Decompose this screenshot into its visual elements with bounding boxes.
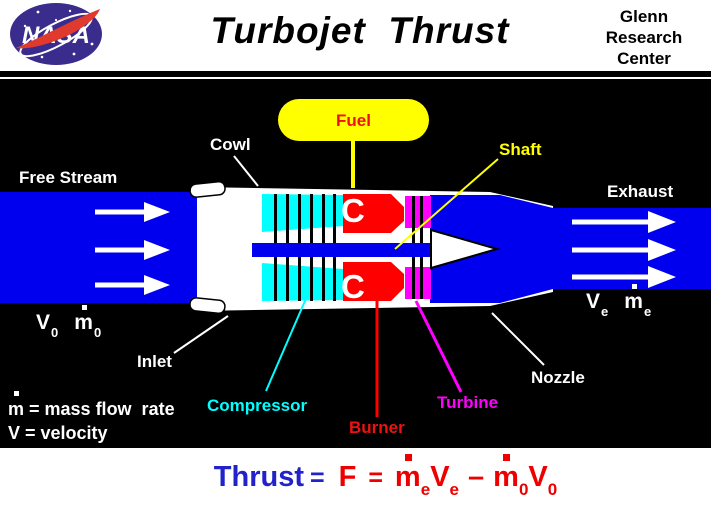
org-line-3: Center (617, 49, 671, 68)
nozzle-label: Nozzle (531, 368, 585, 387)
flame-holder-bottom: C (341, 268, 365, 305)
header: NASA Turbojet Thrust Glenn Research Cent… (0, 0, 711, 71)
eq-equals-2: = (368, 464, 383, 492)
eq-thrust: Thrust (213, 461, 304, 493)
eq-equals-1: = (309, 464, 325, 492)
shaft-pointer (394, 158, 499, 250)
me-subscript: e (643, 304, 652, 319)
footer: Thrust = F = meVe – m0V0 (0, 448, 711, 532)
nasa-swoosh (16, 9, 100, 49)
org-line-2: Research (605, 28, 683, 47)
v0-symbol: V (36, 311, 51, 334)
free-stream-label: Free Stream (19, 168, 118, 187)
free-stream-arrows (95, 202, 170, 295)
turbine-top (405, 196, 431, 228)
turbojet-diagram: C C Fuel Cowl Shaft Fr (0, 79, 711, 448)
burner-bottom (343, 262, 404, 301)
legend: m = mass flow rate V = velocity (8, 391, 175, 445)
legend-velocity-line: V = velocity (8, 423, 108, 443)
burner-top (343, 194, 404, 233)
turbine-pointer (414, 300, 463, 393)
turbine-bottom (405, 267, 431, 299)
fuel-label: Fuel (336, 110, 371, 130)
cowl-pointer (233, 155, 259, 187)
eq-force: F (338, 461, 357, 493)
engine-schematic: C C (0, 141, 711, 417)
org-line-1: Glenn (619, 7, 669, 26)
m0-subscript: 0 (93, 325, 102, 340)
exhaust-label: Exhaust (607, 182, 674, 201)
nasa-logo-icon: NASA (10, 3, 102, 65)
eq-term-inlet: m0V0 (493, 454, 557, 499)
flame-holder-top: C (341, 192, 365, 229)
header-divider (0, 71, 711, 77)
eq-mdot-e: m (394, 454, 421, 493)
shaft-label: Shaft (499, 140, 542, 159)
inlet-pointer (173, 315, 229, 354)
m0-dot-symbol: m (74, 305, 93, 334)
burner-label: Burner (349, 418, 405, 437)
me-dot-symbol: m (624, 284, 643, 313)
engine-shaft (252, 243, 442, 257)
compressor-label: Compressor (207, 396, 308, 415)
compressor-pointer (265, 293, 309, 392)
legend-mass-flow-text: = mass flow rate (24, 399, 175, 419)
org-name: Glenn Research Center (589, 6, 699, 69)
nozzle-pointer (491, 312, 545, 366)
eq-sub-02: 0 (547, 480, 558, 499)
thrust-equation: Thrust = F = meVe – m0V0 (30, 454, 711, 499)
inlet-label: Inlet (137, 352, 172, 371)
fuel-tank: Fuel (278, 99, 429, 141)
turbine-label: Turbine (437, 393, 499, 412)
eq-v0: V (528, 461, 548, 493)
v0-subscript: 0 (51, 325, 59, 340)
cowl-label: Cowl (210, 135, 251, 154)
ve-symbol: V (586, 290, 601, 313)
eq-term-exit: meVe (394, 454, 459, 499)
inlet-lip-bottom (189, 297, 226, 314)
eq-sub-e1: e (420, 480, 431, 499)
legend-mdot-symbol: m (8, 391, 25, 419)
eq-mdot-0: m (493, 454, 519, 493)
tail-cone (430, 228, 501, 270)
exhaust-arrows (572, 211, 676, 288)
eq-minus: – (468, 461, 485, 493)
page-title: Turbojet Thrust (210, 10, 510, 51)
eq-sub-e2: e (449, 480, 459, 499)
legend-mass-flow-line: m = mass flow rate (8, 391, 175, 421)
eq-ve: V (430, 461, 450, 493)
ve-subscript: e (601, 304, 609, 319)
eq-sub-01: 0 (518, 480, 529, 499)
inlet-lip-top (189, 180, 226, 198)
